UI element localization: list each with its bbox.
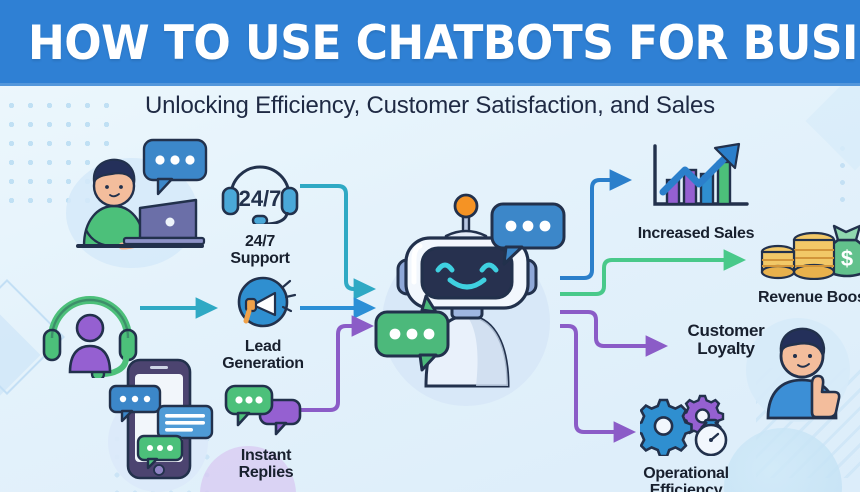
money-coins-icon: $ bbox=[760, 224, 860, 281]
output-label-efficiency: Operational Efficiency bbox=[643, 465, 729, 492]
input-label-lead: Lead Generation bbox=[222, 338, 304, 372]
arrow-bot-to-sales bbox=[560, 169, 633, 280]
output-label-loyalty: Customer Loyalty bbox=[687, 321, 765, 359]
input-node-lead[interactable]: Lead Generation bbox=[213, 275, 313, 373]
person-at-laptop-illustration bbox=[76, 138, 208, 250]
input-label-instant: Instant Replies bbox=[238, 447, 294, 481]
output-node-revenue[interactable]: $ Revenue Boost bbox=[752, 218, 860, 307]
output-label-sales: Increased Sales bbox=[637, 225, 755, 242]
input-node-instant[interactable]: Instant Replies bbox=[218, 382, 314, 482]
chatbot-robot-illustration bbox=[374, 193, 566, 388]
headset-user-icon bbox=[42, 296, 138, 378]
input-node-support[interactable]: 24/7 24/7 Support bbox=[215, 152, 305, 268]
arrow-bot-to-loyalty bbox=[560, 310, 669, 357]
gears-stopwatch-icon bbox=[634, 394, 728, 458]
arrow-instant-to-bot bbox=[300, 315, 375, 412]
header-band: HOW TO USE CHATBOTS FOR BUSINESS GROWTH bbox=[0, 0, 860, 86]
svg-text:24/7: 24/7 bbox=[239, 186, 282, 211]
mobile-phone-chat-illustration bbox=[108, 358, 214, 480]
page-title: HOW TO USE CHATBOTS FOR BUSINESS GROWTH bbox=[28, 15, 860, 71]
arrow-bot-to-efficiency bbox=[560, 324, 637, 443]
output-node-loyalty[interactable]: Customer Loyalty bbox=[672, 321, 780, 359]
svg-text:$: $ bbox=[841, 246, 853, 271]
arrow-bot-to-revenue bbox=[560, 249, 747, 296]
output-node-efficiency[interactable]: Operational Efficiency bbox=[620, 392, 752, 492]
output-label-revenue: Revenue Boost bbox=[758, 289, 860, 306]
chat-bubbles-icon bbox=[224, 384, 302, 436]
growth-chart-icon bbox=[653, 142, 749, 206]
headset-icon: 24/7 bbox=[221, 165, 299, 227]
page-subtitle: Unlocking Efficiency, Customer Satisfact… bbox=[145, 92, 715, 119]
megaphone-icon bbox=[237, 276, 297, 328]
arrow-support-to-bot bbox=[300, 184, 377, 300]
output-node-sales[interactable]: Increased Sales bbox=[628, 140, 764, 243]
input-label-support: 24/7 Support bbox=[230, 233, 290, 267]
